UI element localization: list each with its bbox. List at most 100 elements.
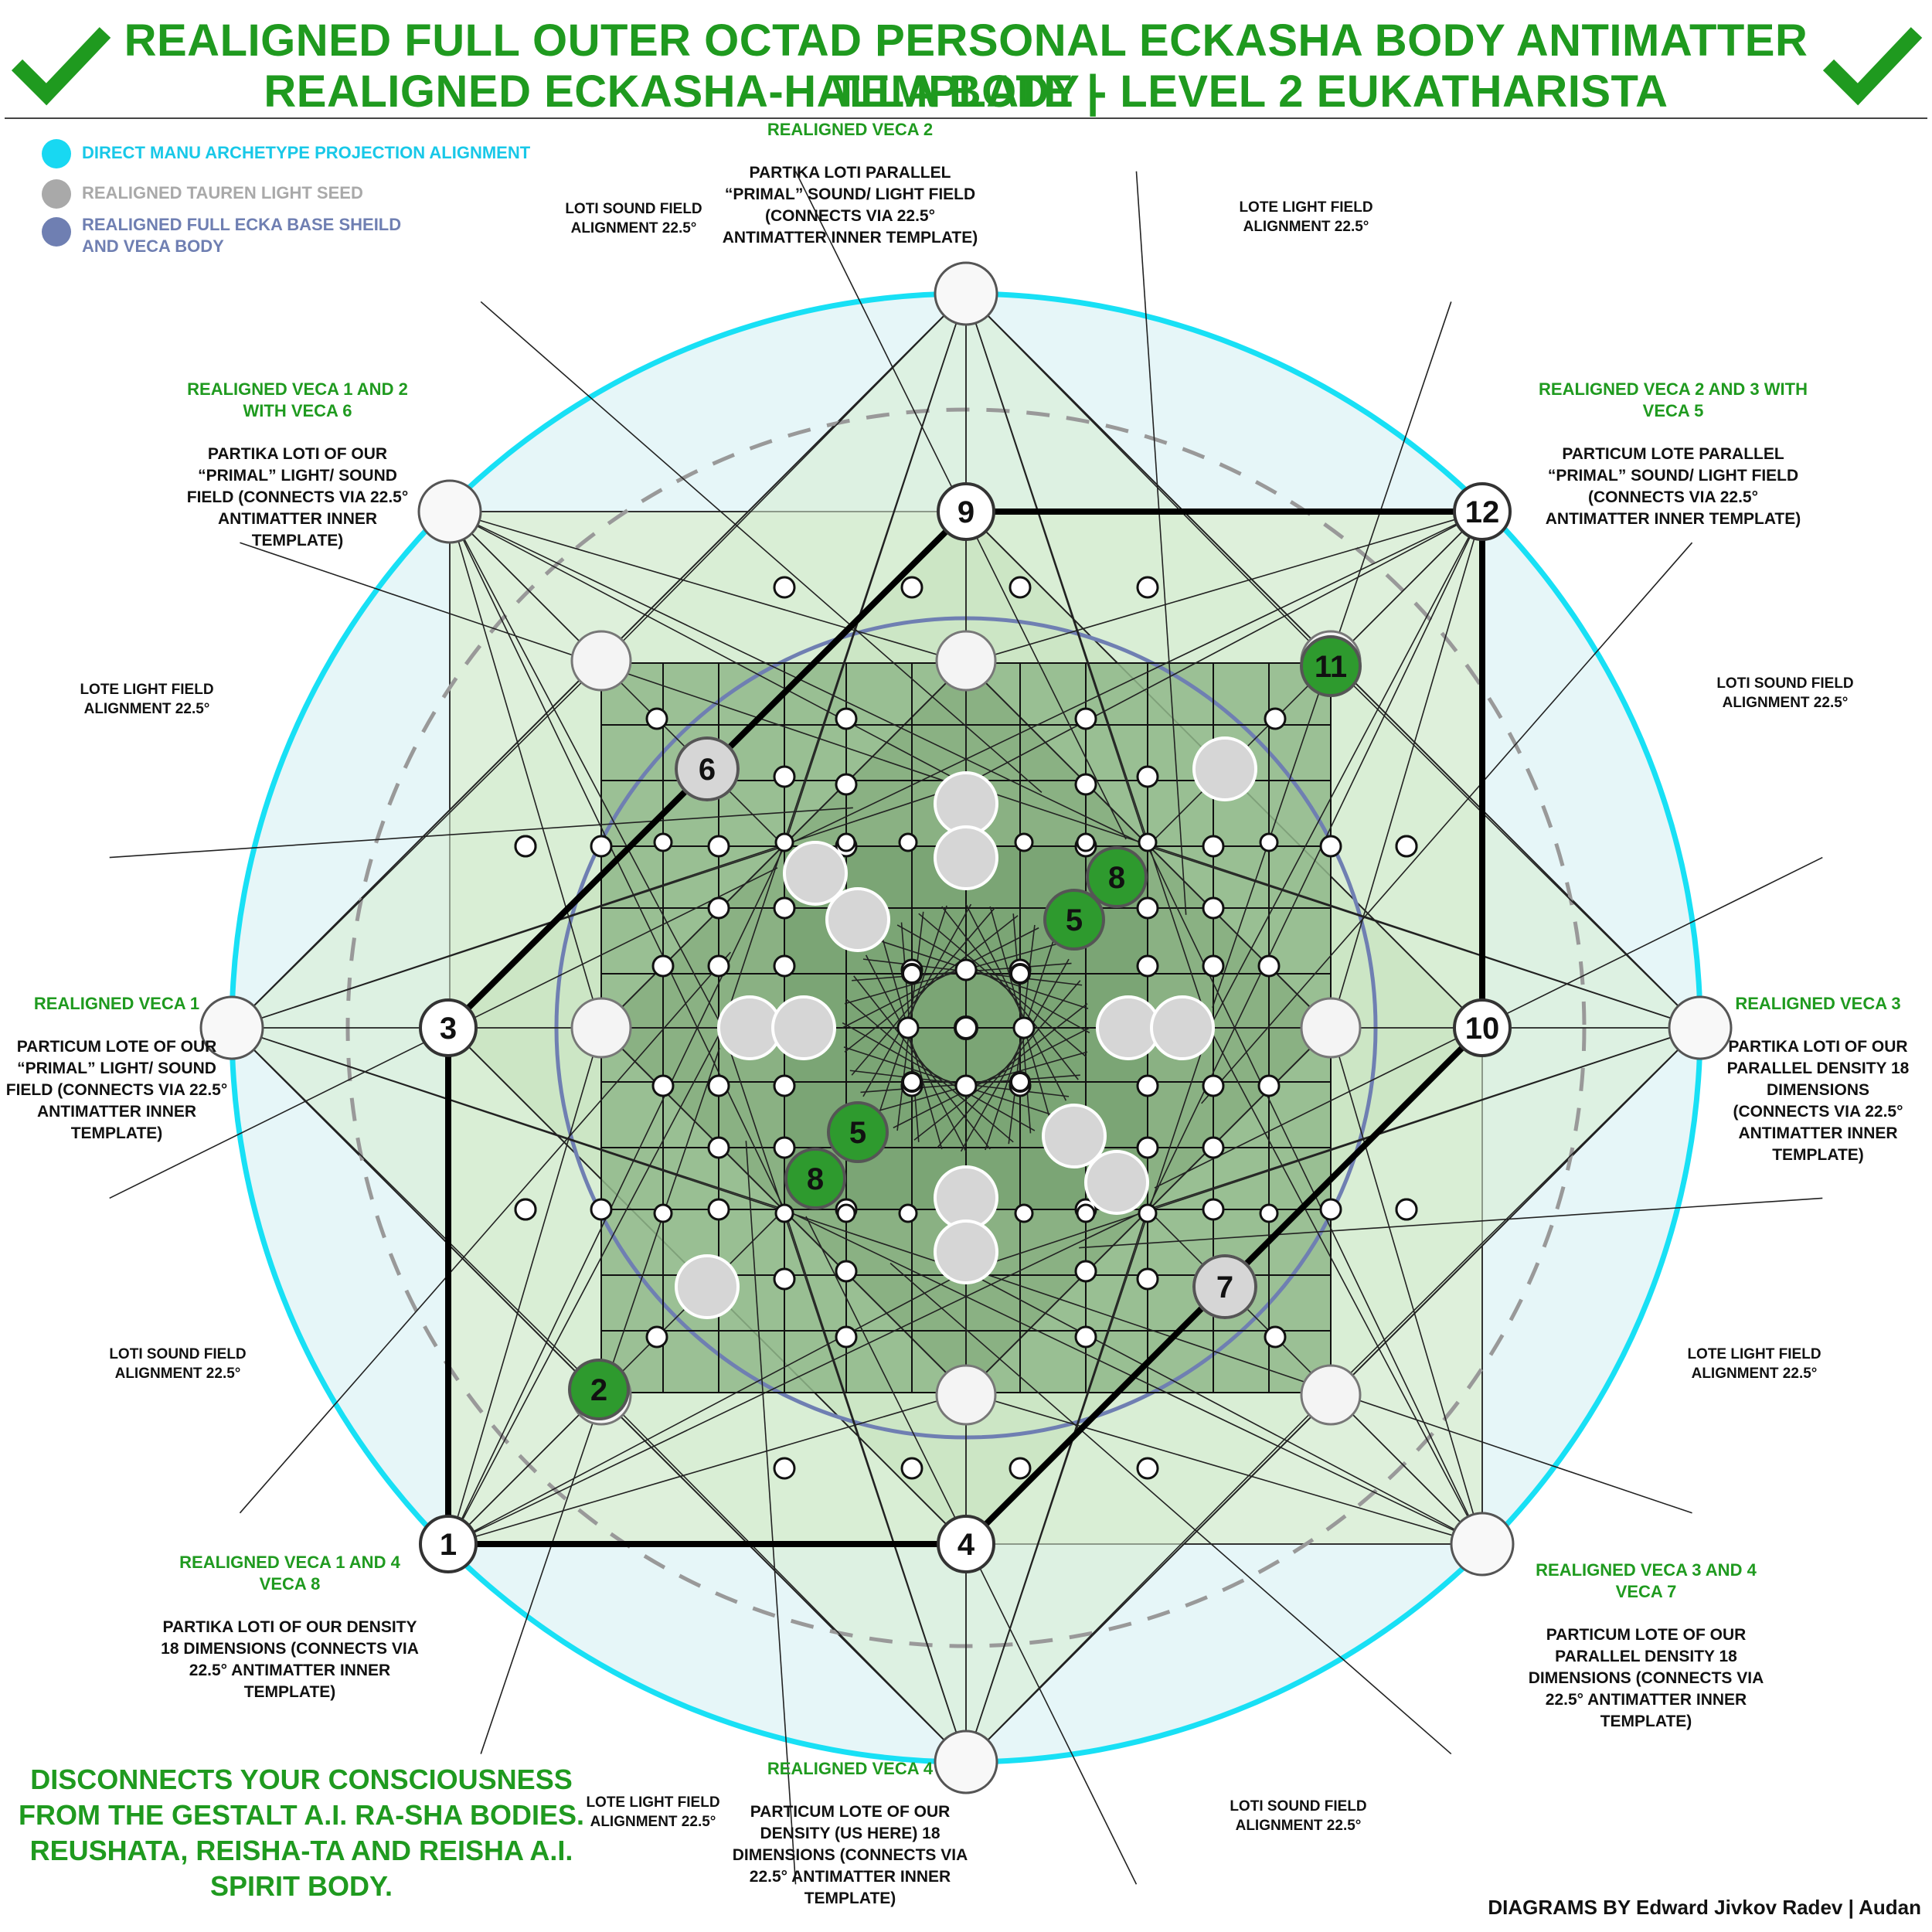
lattice-node xyxy=(1257,954,1281,978)
core-ring-node xyxy=(1009,963,1031,985)
lattice-node xyxy=(773,1457,796,1480)
lattice-node xyxy=(590,1198,613,1221)
lattice-node xyxy=(835,707,858,730)
lattice-node xyxy=(1136,765,1159,788)
lattice-node xyxy=(835,1260,858,1283)
tauren-seed-sphere xyxy=(1192,736,1257,801)
lattice-node xyxy=(773,1267,796,1291)
alignment-ray xyxy=(889,1263,1452,1755)
connector-line xyxy=(449,1270,967,1545)
label-low-right-small: LOTE LIGHT FIELD ALIGNMENT 22.5° xyxy=(1687,1346,1821,1382)
lattice-node xyxy=(1014,832,1034,852)
core-ring-node xyxy=(901,1071,923,1093)
lattice-node xyxy=(1014,1203,1034,1223)
core-star-line xyxy=(896,924,1090,1034)
lattice-node xyxy=(774,1203,794,1223)
connector-line xyxy=(1209,511,1483,1029)
connector-line xyxy=(1330,511,1483,1029)
legend-item-manu: DIRECT MANU ARCHETYPE PROJECTION ALIGNME… xyxy=(42,139,586,168)
connector-line xyxy=(1330,662,1701,1029)
lattice-node xyxy=(1202,1074,1225,1097)
outer-hollow-node xyxy=(1668,995,1733,1060)
core-star-line xyxy=(853,975,991,1150)
connector-line xyxy=(449,1392,967,1545)
tauren-seed-sphere xyxy=(1084,1150,1149,1215)
lattice-node xyxy=(836,1203,856,1223)
node-circle xyxy=(827,1101,889,1163)
lattice-node xyxy=(651,954,675,978)
connector-line xyxy=(231,1027,602,1393)
node-n8a: 8 xyxy=(1086,846,1148,908)
lattice-node xyxy=(773,765,796,788)
connector-line xyxy=(965,511,1483,664)
hollow-node xyxy=(570,630,632,692)
label-left: REALIGNED VECA 1 PARTICUM LOTE OF OUR “P… xyxy=(5,994,228,1142)
connector-line xyxy=(965,293,1332,664)
label-bottom: REALIGNED VECA 4 PARTICUM LOTE OF OUR DE… xyxy=(732,1759,968,1907)
connector-line xyxy=(449,1209,1148,1545)
node-circle xyxy=(675,736,740,801)
lattice-node xyxy=(1257,1074,1281,1097)
lattice-node xyxy=(514,835,537,858)
connector-line xyxy=(449,1027,723,1545)
node-label-n8b: 8 xyxy=(807,1162,824,1196)
blue-dot-icon xyxy=(42,217,71,247)
lattice-node xyxy=(900,576,923,599)
title-divider xyxy=(5,117,1927,119)
lattice-node xyxy=(1136,1267,1159,1291)
lattice-node xyxy=(1395,1198,1418,1221)
connector-line xyxy=(1209,1027,1483,1545)
connector-line xyxy=(231,784,967,1029)
core-star-line xyxy=(913,1003,1088,1141)
node-circle xyxy=(568,1359,630,1420)
lattice-node xyxy=(1202,896,1225,920)
outer-hollow-node xyxy=(1450,1512,1515,1577)
lattice-node xyxy=(1012,1016,1036,1039)
check-icon-left xyxy=(11,27,111,106)
lattice-node xyxy=(1074,773,1097,796)
title-line-1: REALIGNED FULL OUTER OCTAD PERSONAL ECKA… xyxy=(124,15,1808,117)
core-star-line xyxy=(878,905,947,1116)
connector-line xyxy=(449,511,967,785)
core-ring-node xyxy=(1009,1071,1031,1093)
alignment-ray xyxy=(1135,171,1187,915)
alignment-ray xyxy=(1079,1197,1823,1249)
alignment-ray xyxy=(745,1141,797,1885)
label-top-left-small: LOTI SOUND FIELD ALIGNMENT 22.5° xyxy=(565,201,702,236)
lattice-node xyxy=(1136,1136,1159,1159)
lattice-node xyxy=(898,832,918,852)
core-star-line xyxy=(851,906,996,1076)
lattice-node xyxy=(835,1325,858,1349)
alignment-ray xyxy=(109,807,853,859)
connector-line xyxy=(1147,511,1483,1210)
node-label-n1: 1 xyxy=(440,1528,457,1562)
node-label-n2: 2 xyxy=(590,1373,607,1407)
legend-item-tauren: REALIGNED TAUREN LIGHT SEED xyxy=(42,179,586,209)
grey-dot-icon xyxy=(42,179,71,209)
node-circle xyxy=(1453,482,1512,541)
tauren-seed-sphere xyxy=(1042,1104,1107,1168)
connector-line xyxy=(231,1027,967,1272)
hollow-node xyxy=(935,1364,997,1426)
cyan-dot-icon xyxy=(42,139,71,168)
node-n1: 1 xyxy=(419,1515,478,1573)
node-label-n9: 9 xyxy=(957,495,975,529)
core-star-line xyxy=(989,906,1051,1119)
label-right: REALIGNED VECA 3 PARTIKA LOTI OF OUR PAR… xyxy=(1726,994,1910,1164)
node-circle xyxy=(419,1515,478,1573)
lattice-node xyxy=(514,1198,537,1221)
tauren-seed-sphere xyxy=(934,825,998,890)
connector-line xyxy=(449,1027,602,1545)
connector-line xyxy=(449,511,602,1029)
core-node xyxy=(954,1015,978,1040)
node-circle xyxy=(1043,889,1105,951)
label-low-left-small: LOTI SOUND FIELD ALIGNMENT 22.5° xyxy=(109,1346,247,1382)
node-circle xyxy=(1192,1254,1257,1319)
core-star-line xyxy=(845,998,1014,1143)
connector-line xyxy=(600,1392,967,1763)
alignment-ray xyxy=(480,301,1043,793)
alignment-ray xyxy=(239,951,731,1514)
connector-line xyxy=(449,511,967,664)
lattice-node xyxy=(1395,835,1418,858)
